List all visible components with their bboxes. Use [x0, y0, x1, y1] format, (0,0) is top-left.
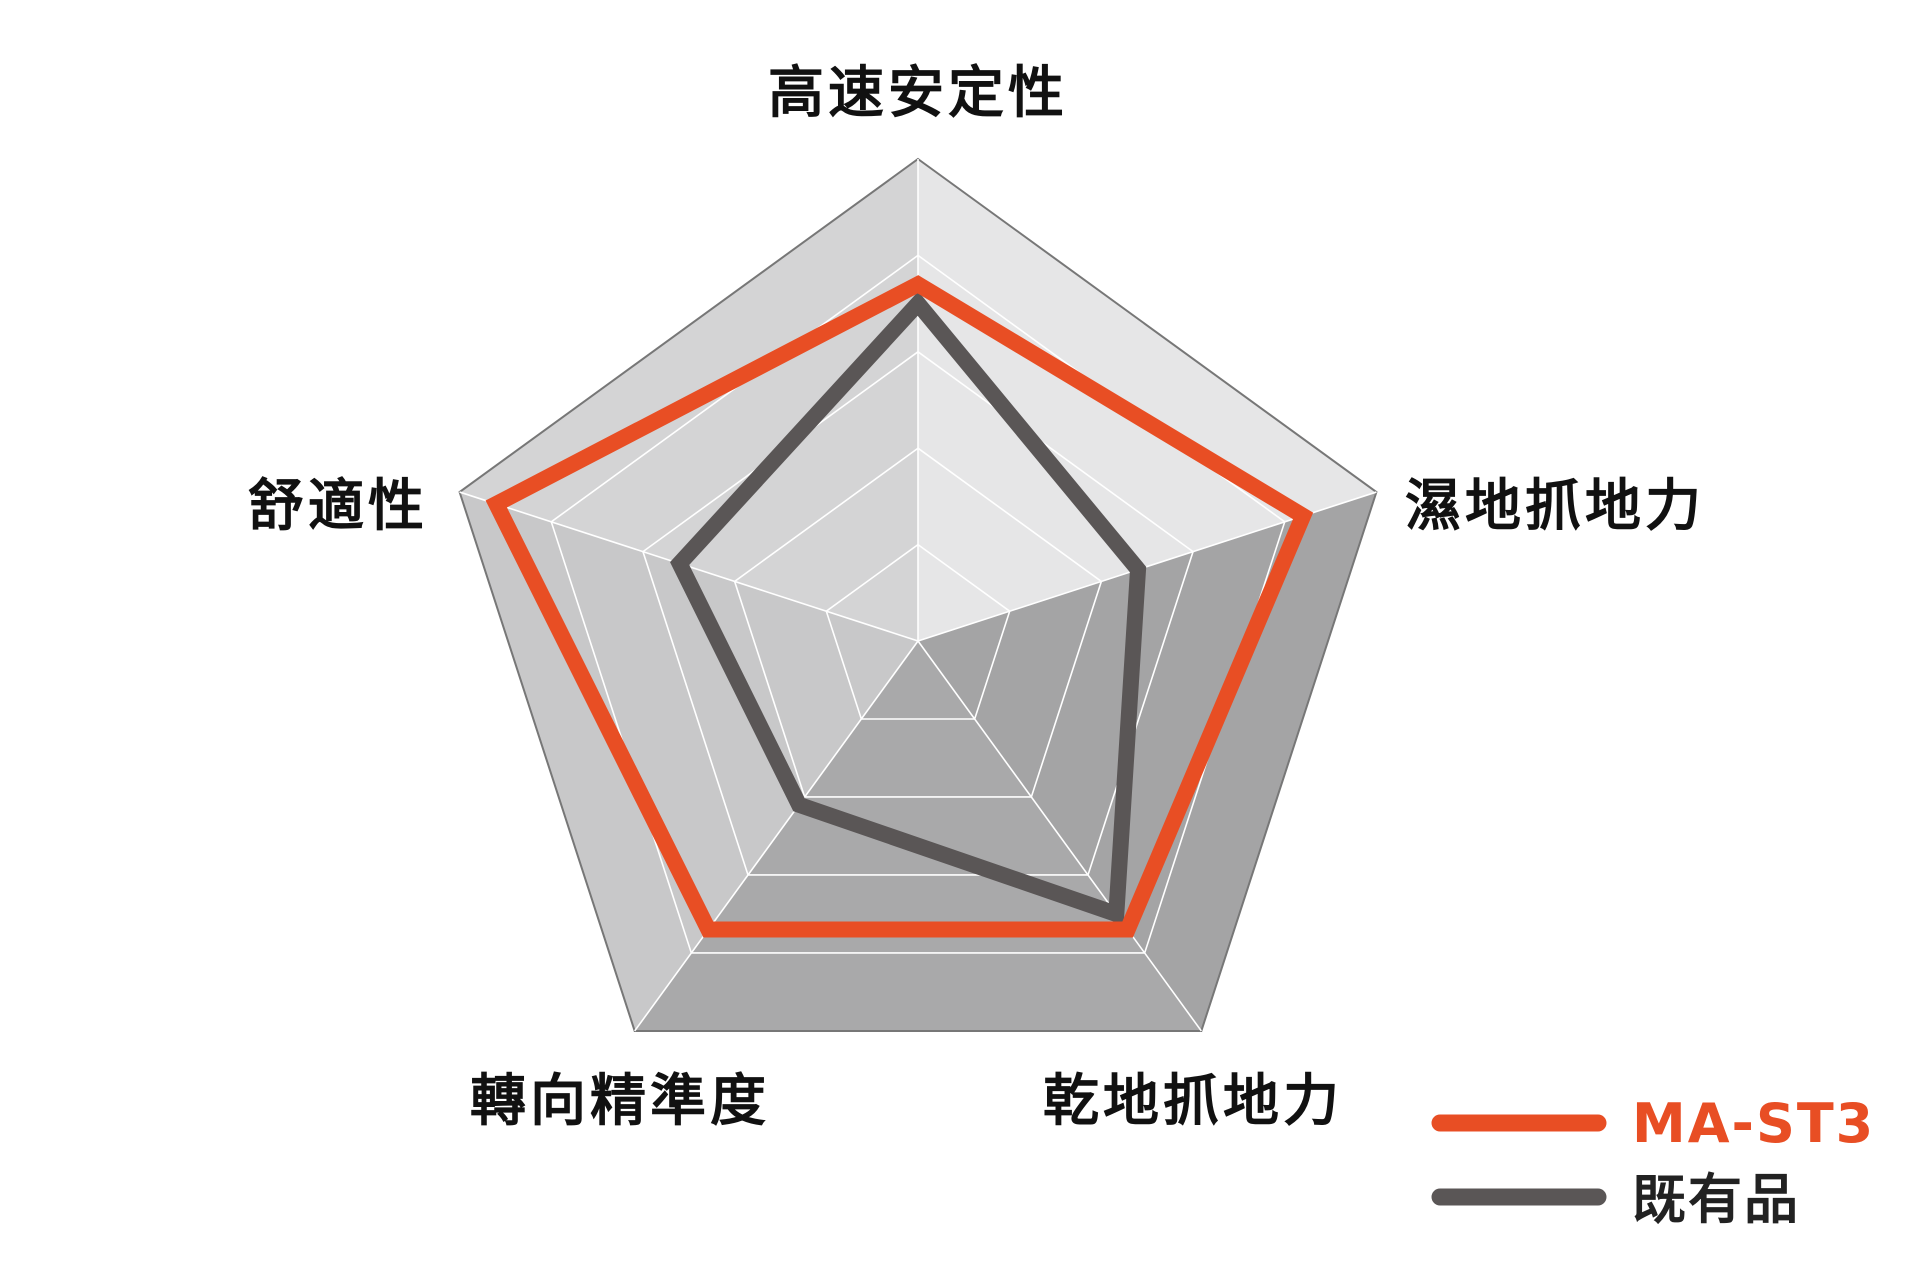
grid-ring	[825, 543, 1011, 720]
axis-label-comfort: 舒適性	[248, 474, 428, 539]
axis-label-high-speed-stability: 高速安定性	[768, 61, 1068, 126]
radar-series-layer	[485, 275, 1314, 938]
grid-spoke	[917, 640, 1202, 1032]
legend-label-existing-product: 既有品	[1632, 1168, 1800, 1231]
grid-spoke	[634, 640, 919, 1032]
axis-label-steering-precision: 轉向精準度	[470, 1069, 770, 1134]
legend-label-ma-st3: MA-ST3	[1632, 1092, 1875, 1155]
series-ma-st3-polygon	[485, 275, 1314, 938]
legend: MA-ST3 既有品	[1431, 1092, 1875, 1231]
grid-ring	[733, 447, 1103, 798]
series-existing-product-polygon	[670, 291, 1147, 925]
axis-label-wet-grip: 濕地抓地力	[1405, 474, 1705, 539]
outer-border	[458, 157, 1378, 1032]
grid-ring	[642, 350, 1194, 876]
background-sector	[459, 492, 918, 1031]
background-sector	[918, 159, 1377, 641]
axis-label-dry-grip: 乾地抓地力	[1043, 1069, 1343, 1134]
